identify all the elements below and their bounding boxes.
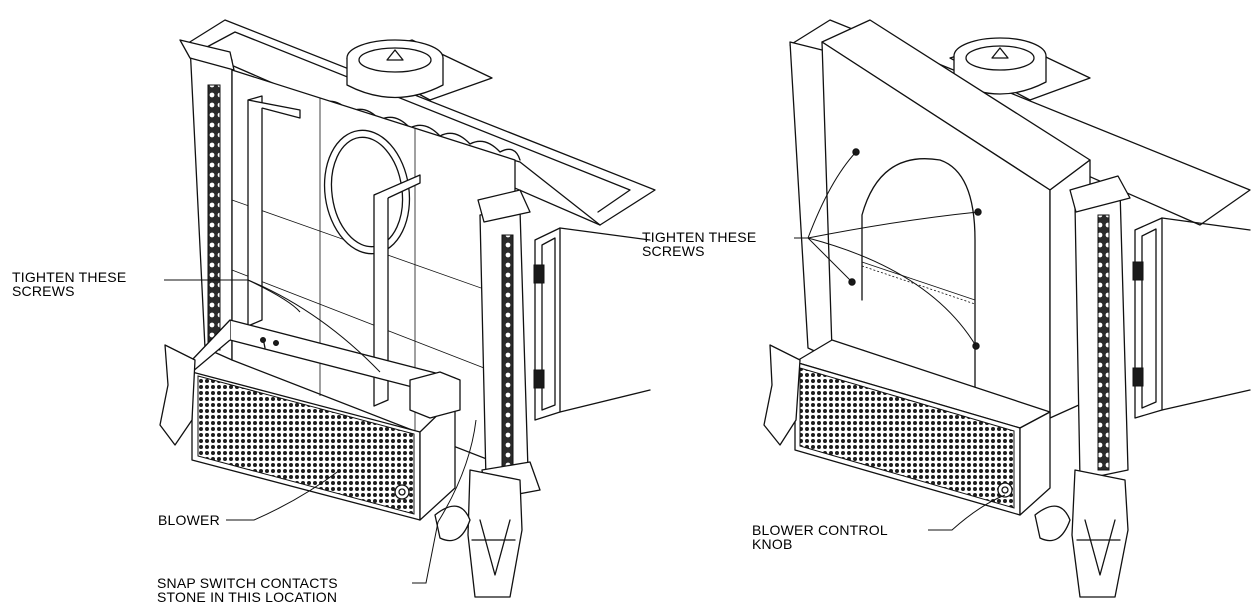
right-knob-label-line2: KNOB xyxy=(752,536,793,552)
right-stove-drawing xyxy=(763,19,1251,598)
left-blower-label: BLOWER xyxy=(158,512,220,528)
left-tighten-label-line1: TIGHTEN THESE xyxy=(12,269,127,285)
left-snap-leader xyxy=(412,419,477,584)
right-blower-housing xyxy=(794,339,1051,516)
blower-control-knob xyxy=(997,482,1013,498)
left-right-post xyxy=(477,189,541,501)
left-flue-collar xyxy=(346,39,493,101)
left-bracket-straps xyxy=(247,95,421,407)
right-knob-label-line1: BLOWER CONTROL xyxy=(752,522,888,538)
right-heat-shield xyxy=(821,19,1091,419)
left-tighten-label-line2: SCREWS xyxy=(12,283,75,299)
right-tighten-label-line2: SCREWS xyxy=(642,243,705,259)
left-blower-housing xyxy=(191,319,461,521)
left-screw-2 xyxy=(273,340,279,346)
right-tighten-label-line1: TIGHTEN THESE xyxy=(642,229,757,245)
left-blower-leader xyxy=(226,469,341,521)
right-feet xyxy=(763,344,1129,598)
right-knob-leader xyxy=(928,494,1006,531)
right-right-post xyxy=(1069,175,1131,481)
left-corner-post xyxy=(179,39,235,361)
right-side-door xyxy=(1132,217,1251,419)
right-flue-collar xyxy=(949,37,1091,101)
left-screw-1 xyxy=(260,337,266,343)
left-snap-label-line2: STONE IN THIS LOCATION xyxy=(157,589,338,605)
left-feet xyxy=(159,344,523,598)
left-snap-label-line1: SNAP SWITCH CONTACTS xyxy=(157,575,338,591)
left-stove-drawing xyxy=(159,19,656,598)
left-side-door xyxy=(533,227,651,421)
